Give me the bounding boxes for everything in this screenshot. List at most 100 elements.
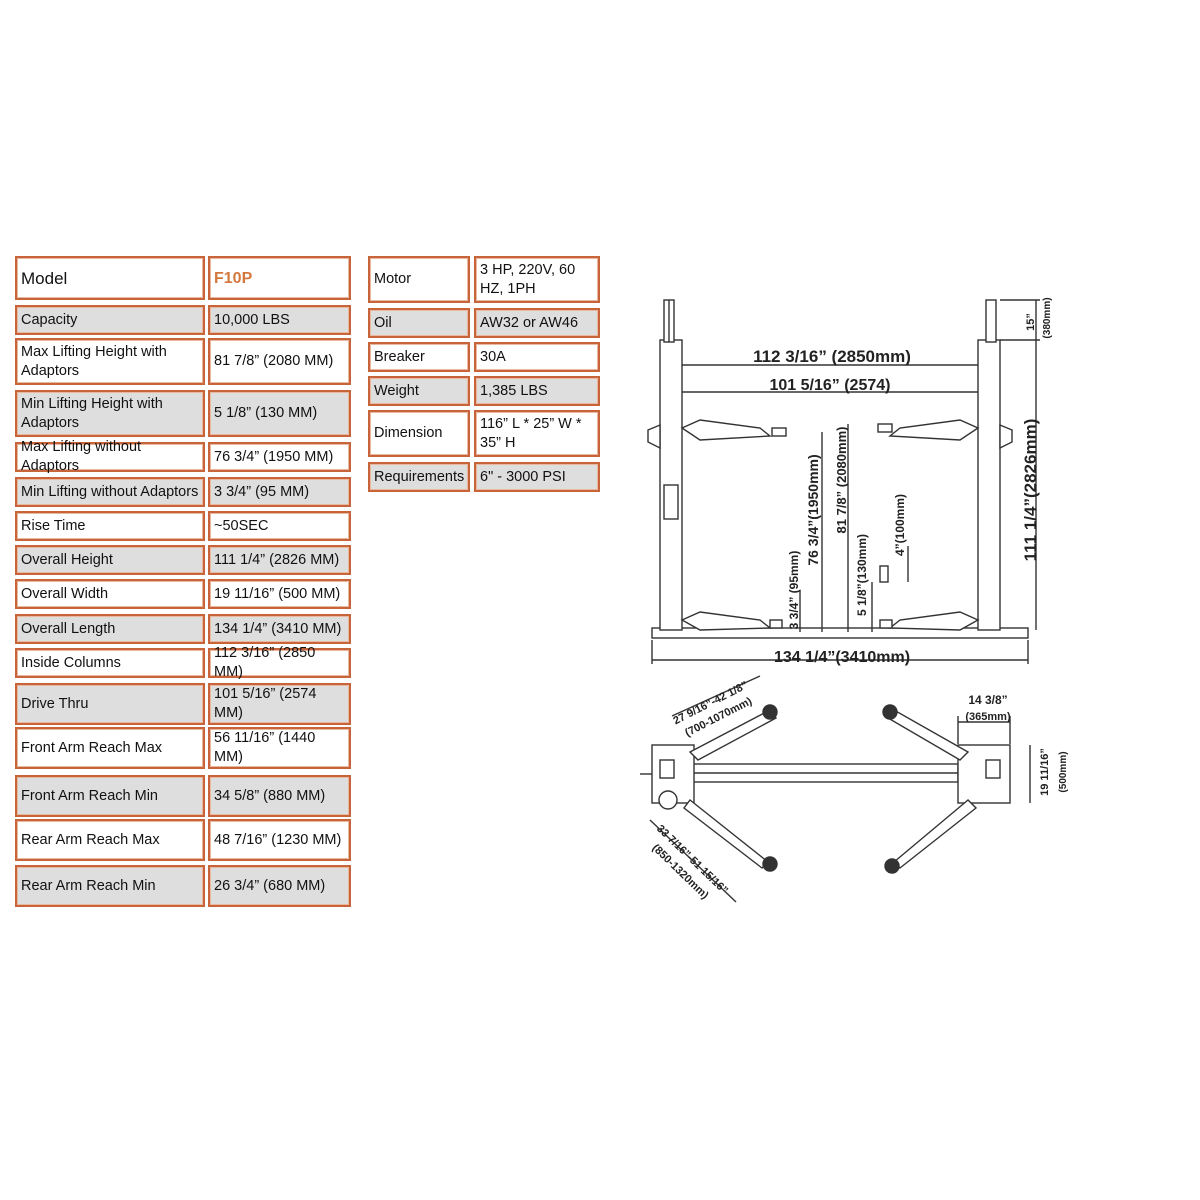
spec-row-label-cell: Rise Time (15, 511, 205, 541)
spec-row-label-cell: Max Lifting Height with Adaptors (15, 338, 205, 385)
left-column (659, 339, 683, 631)
spec-row-value: 112 3/16” (2850 MM) (214, 645, 316, 680)
right-column (977, 339, 1001, 631)
equipment-row-value-cell: 116” L * 25” W * 35” H (474, 410, 600, 457)
spec-row-value-cell: 34 5/8” (880 MM) (208, 775, 351, 817)
spec-row-label-cell: Rear Arm Reach Max (15, 819, 205, 861)
equipment-row-label-cell: Motor (368, 256, 470, 303)
overall-height-dim: 111 1/4”(2826mm) (1021, 419, 1040, 562)
spec-row-value: 10,000 LBS (214, 311, 290, 328)
spec-row-value: 3 3/4” (95 MM) (214, 483, 310, 500)
spec-row-label-cell: Front Arm Reach Max (15, 727, 205, 769)
equipment-row-value: 30A (480, 348, 506, 365)
spec-row-label-cell: Inside Columns (15, 648, 205, 678)
equipment-row-value: 6" - 3000 PSI (480, 468, 566, 485)
spec-row-label: Max Lifting Height with Adaptors (21, 343, 167, 379)
equipment-row-label: Oil (374, 314, 392, 331)
equipment-row-label-cell: Oil (368, 308, 470, 338)
spec-row-label: Rise Time (21, 517, 86, 534)
column-width-dim: 14 3/8” (968, 693, 1007, 707)
equipment-row-label: Breaker (374, 348, 425, 365)
model-value-cell: F10P (208, 256, 351, 300)
spec-row-value: 76 3/4” (1950 MM) (214, 448, 334, 465)
equipment-row-label-cell: Breaker (368, 342, 470, 372)
spec-row-label: Overall Width (21, 585, 109, 602)
overall-width-mm-dim: (500mm) (1058, 751, 1069, 792)
equipment-row-value: 1,385 LBS (480, 382, 548, 399)
spec-row-label: Capacity (21, 311, 78, 328)
spec-row-value: 48 7/16” (1230 MM) (214, 831, 342, 848)
spec-row-value-cell: 111 1/4” (2826 MM) (208, 545, 351, 575)
extension-mm-dim: (380mm) (1042, 297, 1053, 338)
rear-arm-dim: 33 7/16”-51 15/16” (654, 823, 730, 897)
spec-row-label: Overall Length (21, 620, 116, 637)
spec-row-label: Rear Arm Reach Max (21, 831, 160, 848)
right-column-top (957, 744, 1011, 804)
equipment-row-label: Requirements (374, 468, 465, 485)
min-no-adaptor-dim: 3 3/4” (95mm) (787, 551, 801, 630)
spec-row-label-cell: Drive Thru (15, 683, 205, 725)
model-value: F10P (214, 269, 253, 287)
spec-row-label: Rear Arm Reach Min (21, 877, 156, 894)
model-label: Model (21, 268, 68, 288)
max-with-adaptor-dim: 81 7/8” (2080mm) (834, 427, 849, 534)
overall-length-dim: 134 1/4”(3410mm) (774, 649, 910, 666)
equipment-row-label: Weight (374, 382, 419, 399)
spec-row-value-cell: 3 3/4” (95 MM) (208, 477, 351, 507)
equipment-row-label-cell: Weight (368, 376, 470, 406)
equipment-row-value-cell: AW32 or AW46 (474, 308, 600, 338)
spec-row-value: 5 1/8” (130 MM) (214, 405, 318, 421)
front-arm-mm-dim: (700-1070mm) (683, 695, 754, 739)
spec-row-value-cell: 19 11/16” (500 MM) (208, 579, 351, 609)
control-box (663, 484, 679, 520)
spec-row-value: 81 7/8” (2080 MM) (214, 353, 334, 369)
spec-row-label: Inside Columns (21, 654, 121, 671)
spec-row-value-cell: 81 7/8” (2080 MM) (208, 338, 351, 385)
spec-row-value: 134 1/4” (3410 MM) (214, 620, 342, 637)
spec-row-label: Overall Height (21, 551, 113, 568)
equipment-row-label: Dimension (374, 425, 443, 441)
spec-row-label: Front Arm Reach Min (21, 787, 158, 804)
min-with-adaptor-dim: 5 1/8”(130mm) (855, 534, 869, 616)
spec-row-value-cell: 26 3/4” (680 MM) (208, 865, 351, 907)
spec-row-value: 56 11/16” (1440 MM) (214, 730, 316, 765)
equipment-row-value-cell: 3 HP, 220V, 60 HZ, 1PH (474, 256, 600, 303)
overall-width-dim: 19 11/16” (1039, 748, 1051, 796)
spec-row-label-cell: Overall Width (15, 579, 205, 609)
spec-row-label: Drive Thru (21, 695, 89, 712)
equipment-row-value: 3 HP, 220V, 60 HZ, 1PH (480, 261, 576, 297)
spec-row-label: Max Lifting without Adaptors (21, 439, 142, 474)
spec-row-value-cell: 76 3/4” (1950 MM) (208, 442, 351, 472)
spec-row-value-cell: 5 1/8” (130 MM) (208, 390, 351, 437)
equipment-row-label-cell: Dimension (368, 410, 470, 457)
spec-row-value: 34 5/8” (880 MM) (214, 787, 326, 804)
rear-arm-mm-dim: (850-1320mm) (650, 842, 711, 902)
model-label-cell: Model (15, 256, 205, 300)
max-no-adaptor-dim: 76 3/4”(1950mm) (805, 454, 821, 565)
spec-row-label: Min Lifting without Adaptors (21, 483, 199, 500)
spec-row-value-cell: ~50SEC (208, 511, 351, 541)
equipment-row-value-cell: 30A (474, 342, 600, 372)
equipment-row-label-cell: Requirements (368, 462, 470, 492)
column-width-mm-dim: (365mm) (965, 711, 1011, 723)
equipment-row-value: AW32 or AW46 (480, 314, 579, 331)
equipment-row-value: 116” L * 25” W * 35” H (480, 415, 582, 451)
spec-row-value-cell: 134 1/4” (3410 MM) (208, 614, 351, 644)
spec-row-label-cell: Overall Height (15, 545, 205, 575)
spec-row-label-cell: Rear Arm Reach Min (15, 865, 205, 907)
left-column-top (651, 744, 695, 804)
spec-row-label-cell: Min Lifting Height with Adaptors (15, 390, 205, 437)
extension-dim: 15” (1025, 313, 1037, 331)
spec-row-label-cell: Max Lifting without Adaptors (15, 439, 205, 474)
equipment-row-value-cell: 6" - 3000 PSI (474, 462, 600, 492)
spec-row-label-cell: Capacity (15, 305, 205, 335)
spec-row-value: 101 5/16” (2574 MM) (214, 686, 317, 721)
spec-row-value-cell: 101 5/16” (2574 MM) (208, 683, 351, 725)
inside-columns-dim: 112 3/16” (2850mm) (753, 347, 911, 366)
spec-row-label: Min Lifting Height with Adaptors (21, 395, 163, 431)
spec-row-value-cell: 48 7/16” (1230 MM) (208, 819, 351, 861)
equipment-row-label: Motor (374, 271, 412, 287)
adaptor-height-dim: 4”(100mm) (893, 494, 907, 556)
spec-row-label-cell: Min Lifting without Adaptors (15, 477, 205, 507)
spec-row-label-cell: Front Arm Reach Min (15, 775, 205, 817)
